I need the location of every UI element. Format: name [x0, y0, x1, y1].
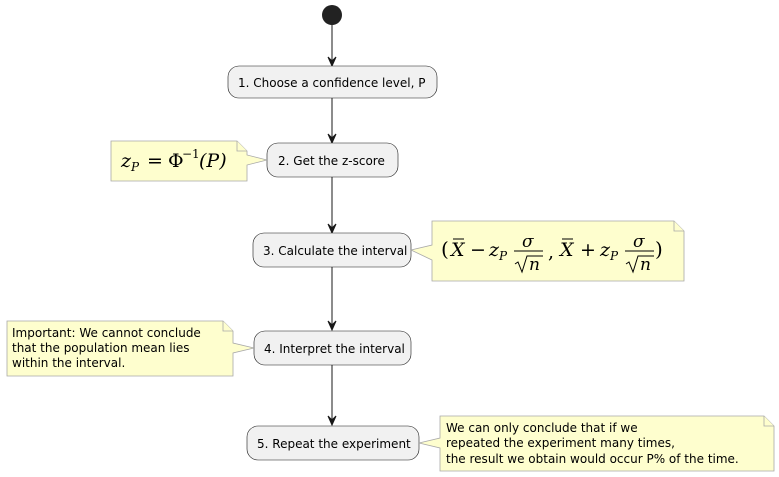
formula-sub-p: P [130, 160, 140, 174]
formula-sigma: σ [522, 232, 534, 252]
action-label: 4. Interpret the interval [264, 342, 405, 356]
formula-argument: (P) [199, 150, 227, 172]
formula-sub-p: P [498, 249, 508, 263]
formula-z: z [488, 239, 500, 261]
action-get-zscore: 2. Get the z-score [266, 142, 399, 178]
formula-close-paren: ) [655, 237, 663, 261]
formula-n: n [529, 255, 540, 275]
note-line: within the interval. [12, 356, 125, 370]
formula-comma: , [548, 241, 554, 263]
action-calculate-interval: 3. Calculate the interval [252, 232, 412, 268]
formula-z: z [599, 239, 611, 261]
action-choose-confidence: 1. Choose a confidence level, P [227, 65, 438, 99]
arrowhead [327, 223, 337, 235]
sqrt-sign [514, 255, 543, 274]
edges [327, 25, 337, 427]
formula-open-paren: ( [441, 237, 449, 261]
action-interpret-interval: 4. Interpret the interval [253, 330, 412, 366]
note-line: the result we obtain would occur P% of t… [446, 452, 739, 466]
formula-minus: − [470, 239, 486, 261]
formula-z: z [120, 150, 132, 172]
action-label: 3. Calculate the interval [263, 244, 407, 258]
arrowhead [327, 56, 337, 68]
note-repeat: We can only conclude that if we repeated… [418, 415, 775, 472]
formula-xbar: X [558, 239, 575, 261]
note-interpret: Important: We cannot conclude that the p… [6, 320, 255, 377]
action-label: 2. Get the z-score [278, 154, 385, 168]
start-node [322, 5, 342, 25]
action-label: 1. Choose a confidence level, P [238, 76, 425, 90]
action-label: 5. Repeat the experiment [257, 437, 411, 451]
sqrt-sign [625, 255, 654, 274]
formula-plus: + [580, 239, 596, 261]
arrowhead [327, 415, 337, 427]
zscore-formula: z P = Φ −1 (P) [120, 147, 227, 174]
note-line: Important: We cannot conclude [12, 326, 201, 340]
note-interval-formula: ( X − z P σ n , X + z P σ n ) [409, 220, 685, 282]
formula-phi: Φ [168, 150, 184, 172]
arrowhead [327, 320, 337, 332]
formula-xbar: X [449, 239, 466, 261]
note-line: repeated the experiment many times, [446, 436, 675, 450]
note-zscore-formula: z P = Φ −1 (P) [110, 140, 268, 182]
arrowhead [327, 133, 337, 145]
interval-formula: ( X − z P σ n , X + z P σ n ) [441, 232, 663, 275]
formula-sub-p: P [609, 249, 619, 263]
formula-superscript: −1 [182, 147, 200, 161]
formula-sigma: σ [633, 232, 645, 252]
note-line: that the population mean lies [12, 341, 190, 355]
formula-n: n [640, 255, 651, 275]
note-line: We can only conclude that if we [446, 421, 638, 435]
action-repeat-experiment: 5. Repeat the experiment [246, 425, 420, 461]
formula-equals: = [147, 150, 163, 172]
